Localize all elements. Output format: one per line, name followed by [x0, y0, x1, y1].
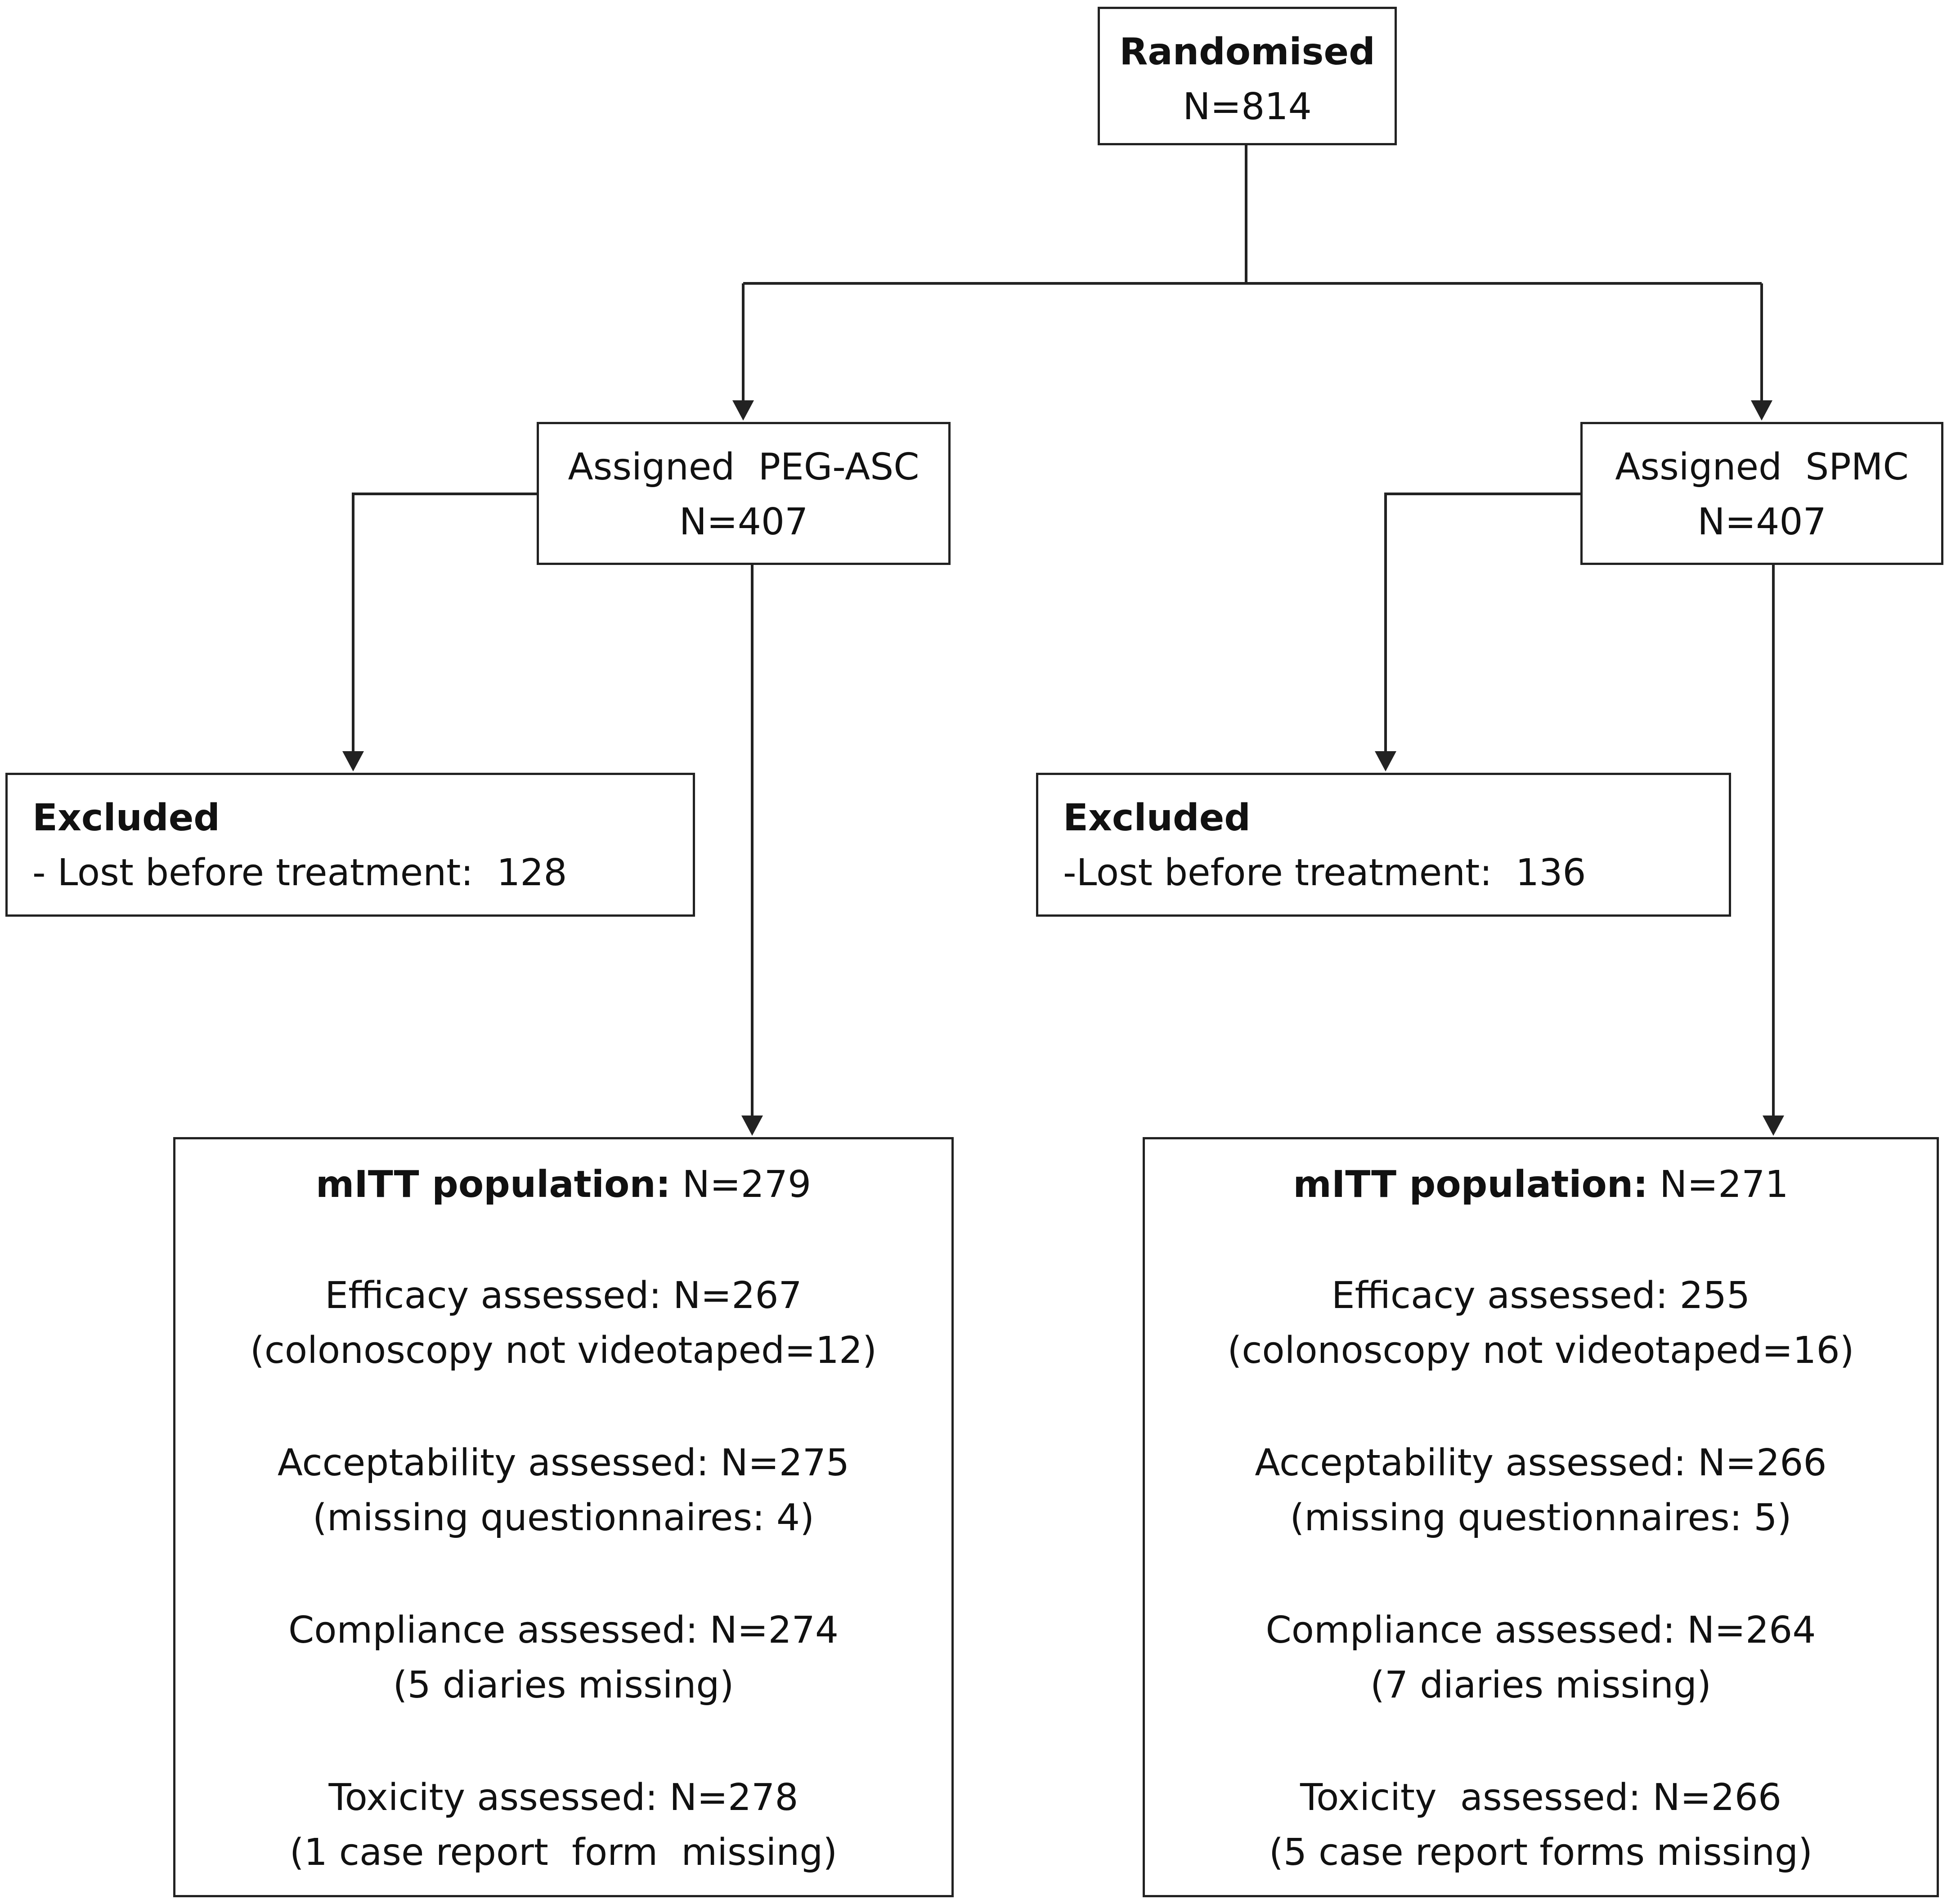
arm-a-excluded-box: Excluded - Lost before treatment: 128	[5, 773, 695, 917]
arm-b-mitt-count: N=271	[1647, 1163, 1789, 1206]
arm-a-acceptability: Acceptability assessed: N=275	[277, 1442, 850, 1484]
randomised-box: Randomised N=814	[1098, 7, 1397, 145]
arrowhead-arm-a-mitt	[741, 1116, 763, 1136]
arm-b-acceptability-note: (missing questionnaires: 5)	[1290, 1496, 1792, 1539]
arm-a-compliance-note: (5 diaries missing)	[393, 1664, 734, 1707]
arm-a-assigned-label: Assigned PEG-ASC	[568, 446, 920, 488]
arm-b-excluded-box: Excluded -Lost before treatment: 136	[1036, 773, 1731, 917]
arm-b-efficacy-note: (colonoscopy not videotaped=16)	[1227, 1329, 1854, 1372]
connector-arm-a-excluded	[352, 493, 538, 753]
arrowhead-arm-b-excluded	[1375, 751, 1396, 771]
arm-b-excluded-detail: -Lost before treatment: 136	[1063, 851, 1586, 894]
arm-b-assigned-count: N=407	[1697, 501, 1826, 543]
arm-a-toxicity: Toxicity assessed: N=278	[328, 1776, 799, 1819]
arm-a-mitt-count: N=279	[670, 1163, 812, 1206]
randomised-title: Randomised	[1119, 31, 1375, 73]
connector-arm-b-excluded	[1384, 493, 1581, 753]
arm-b-toxicity-note: (5 case report forms missing)	[1269, 1831, 1813, 1874]
arm-a-mitt-label: mITT population:	[315, 1163, 671, 1206]
arm-a-efficacy: Efficacy assessed: N=267	[325, 1274, 802, 1317]
arrowhead-arm-b	[1751, 400, 1772, 421]
arm-b-efficacy: Efficacy assessed: 255	[1331, 1274, 1750, 1317]
arm-b-compliance-note: (7 diaries missing)	[1370, 1664, 1711, 1707]
arrowhead-arm-a-excluded	[342, 751, 364, 771]
arm-b-assigned-box: Assigned SPMC N=407	[1580, 422, 1943, 565]
arm-a-assigned-box: Assigned PEG-ASC N=407	[537, 422, 951, 565]
arm-b-toxicity: Toxicity assessed: N=266	[1300, 1776, 1782, 1819]
arrowhead-arm-a	[732, 400, 754, 421]
arm-a-excluded-title: Excluded	[32, 797, 220, 839]
arm-a-mitt-box: mITT population: N=279 Efficacy assessed…	[173, 1137, 954, 1897]
arm-a-efficacy-note: (colonoscopy not videotaped=12)	[250, 1329, 877, 1372]
arm-a-mitt-line: mITT population: N=279	[175, 1157, 951, 1212]
arm-a-acceptability-note: (missing questionnaires: 4)	[312, 1496, 815, 1539]
arm-b-mitt-line: mITT population: N=271	[1145, 1157, 1937, 1212]
arm-b-mitt-box: mITT population: N=271 Efficacy assessed…	[1143, 1137, 1939, 1897]
arm-a-toxicity-note: (1 case report form missing)	[289, 1831, 838, 1874]
arm-a-compliance: Compliance assessed: N=274	[288, 1609, 839, 1652]
arm-b-compliance: Compliance assessed: N=264	[1265, 1609, 1816, 1652]
arm-b-assigned-label: Assigned SPMC	[1615, 446, 1909, 488]
arm-a-excluded-detail: - Lost before treatment: 128	[32, 851, 567, 894]
arm-b-mitt-label: mITT population:	[1293, 1163, 1648, 1206]
arrowhead-arm-b-mitt	[1763, 1116, 1784, 1136]
randomised-count: N=814	[1183, 85, 1312, 128]
arm-a-assigned-count: N=407	[679, 501, 808, 543]
arm-b-excluded-title: Excluded	[1063, 797, 1251, 839]
arm-b-acceptability: Acceptability assessed: N=266	[1255, 1442, 1827, 1484]
